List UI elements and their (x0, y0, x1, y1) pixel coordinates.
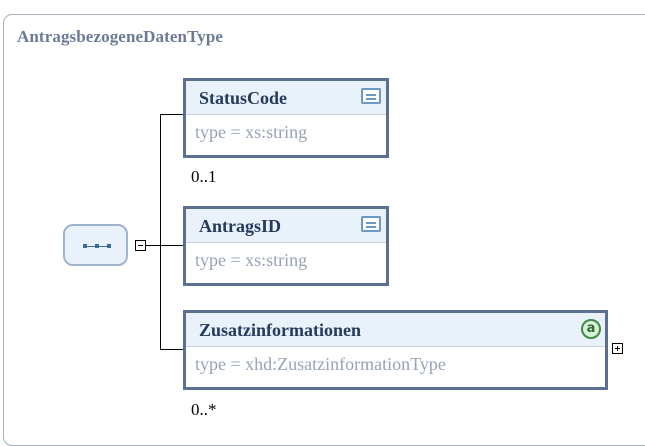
element-name: AntragsID (199, 216, 282, 236)
attributes-icon: a (581, 319, 601, 339)
connector-seq-to-bus (146, 245, 161, 246)
element-name: Zusatzinformationen (199, 320, 361, 340)
element-statuscode[interactable]: StatusCode type = xs:string (183, 78, 389, 158)
sequence-compositor[interactable] (63, 224, 128, 266)
connector-to-statuscode (160, 114, 184, 115)
occurrence-label: 0..* (191, 400, 217, 419)
element-zusatzinformationen[interactable]: Zusatzinformationen a type = xhd:Zusatzi… (183, 310, 608, 390)
connector-to-antragsid (160, 245, 184, 246)
occurrence-label: 0..1 (191, 167, 217, 186)
connector-bus (160, 114, 161, 350)
element-type: type = xhd:ZusatzinformationType (195, 354, 446, 374)
element-type: type = xs:string (195, 122, 308, 142)
element-name: StatusCode (199, 88, 288, 108)
element-type: type = xs:string (195, 250, 308, 270)
documentation-icon (361, 216, 381, 232)
element-antragsid[interactable]: AntragsID type = xs:string (183, 206, 389, 286)
complex-type-title: AntragsbezogeneDatenType (17, 27, 224, 46)
expand-zusatzinformationen-toggle[interactable] (612, 343, 623, 354)
documentation-icon (361, 88, 381, 104)
sequence-icon (83, 243, 111, 249)
collapse-sequence-toggle[interactable] (135, 240, 146, 251)
connector-to-zusatzinformationen (160, 349, 184, 350)
